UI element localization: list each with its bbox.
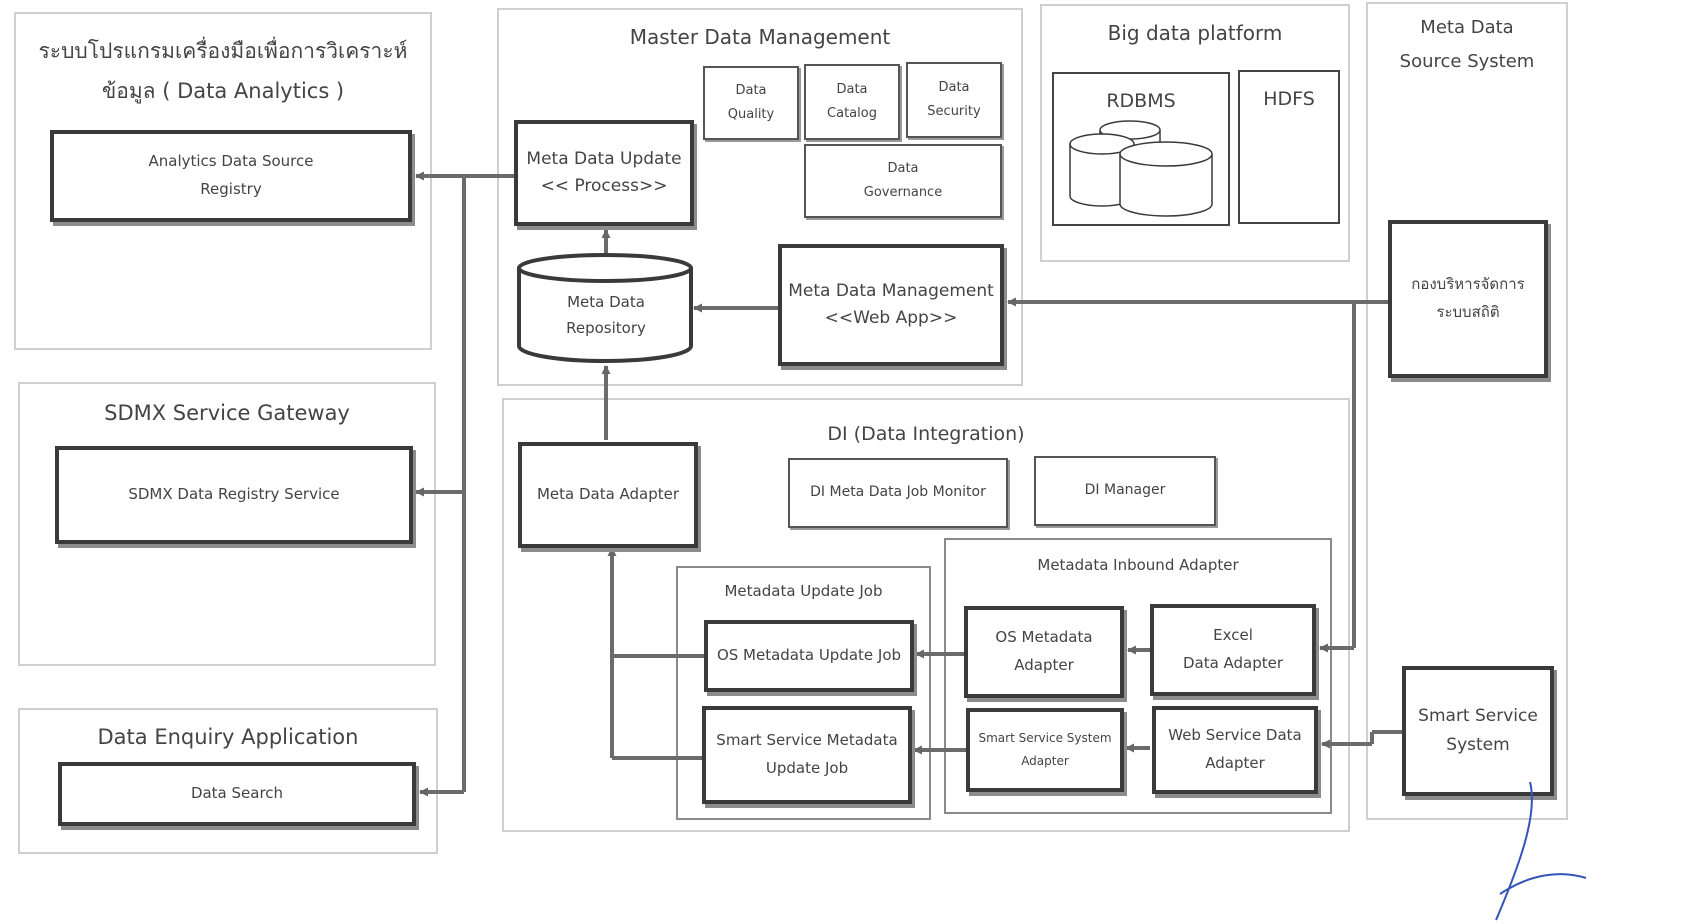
smart-service-line1: Smart Service <box>1418 706 1538 727</box>
source-panel: Meta Data Source System <box>1366 2 1568 820</box>
web-app-line1: Meta Data Management <box>788 280 994 301</box>
hdfs-label: HDFS <box>1263 88 1315 110</box>
bigdata-title: Big data platform <box>1107 21 1283 45</box>
smart-system-adapter-box: Smart Service System Adapter <box>966 708 1124 792</box>
os-adapter-line1: OS Metadata <box>995 628 1093 647</box>
smart-service-line2: System <box>1446 735 1510 755</box>
enquiry-title: Data Enquiry Application <box>97 725 359 749</box>
data-quality-box: Data Quality <box>703 66 799 140</box>
meta-data-adapter-label: Meta Data Adapter <box>536 485 680 504</box>
sdmx-title: SDMX Service Gateway <box>104 401 350 425</box>
data-governance-line1: Data <box>887 160 919 176</box>
data-search-label: Data Search <box>190 784 284 803</box>
os-adapter-line2: Adapter <box>1014 656 1074 674</box>
data-governance-box: Data Governance <box>804 144 1002 218</box>
meta-data-repository: Meta Data Repository <box>516 252 696 366</box>
smart-update-job-box: Smart Service Metadata Update Job <box>702 706 912 804</box>
update-job-group-title: Metadata Update Job <box>724 582 883 600</box>
source-title-line1: Meta Data <box>1420 17 1514 38</box>
bigdata-panel: Big data platform <box>1040 4 1350 262</box>
smart-system-adapter-line1: Smart Service System <box>978 731 1112 746</box>
analytics-registry-box: Analytics Data Source Registry <box>50 130 412 222</box>
os-metadata-adapter-box: OS Metadata Adapter <box>964 606 1124 698</box>
web-app-line2: <<Web App>> <box>824 308 958 328</box>
di-manager-label: DI Manager <box>1084 482 1166 499</box>
data-catalog-line1: Data <box>836 81 868 97</box>
source-title-line2: Source System <box>1399 51 1535 72</box>
mdm-title: Master Data Management <box>629 25 891 49</box>
data-security-line2: Security <box>927 104 981 119</box>
repository-line1: Meta Data <box>567 293 645 311</box>
smart-update-job-line1: Smart Service Metadata <box>716 731 898 750</box>
meta-data-update-line2: << Process>> <box>540 176 668 196</box>
data-governance-line2: Governance <box>863 185 943 200</box>
data-security-box: Data Security <box>906 62 1002 138</box>
smart-service-system-box: Smart Service System <box>1402 666 1554 796</box>
job-monitor-label: DI Meta Data Job Monitor <box>810 484 986 501</box>
data-quality-line2: Quality <box>727 107 775 122</box>
job-monitor-box: DI Meta Data Job Monitor <box>788 458 1008 528</box>
stat-office-line2: ระบบสถิติ <box>1436 303 1500 321</box>
data-quality-line1: Data <box>735 82 767 98</box>
excel-adapter-line2: Data Adapter <box>1182 654 1284 672</box>
signature-mark <box>1495 781 1587 921</box>
meta-data-web-app-box: Meta Data Management <<Web App>> <box>778 244 1004 366</box>
inbound-group-title: Metadata Inbound Adapter <box>1037 556 1239 574</box>
data-search-box: Data Search <box>58 762 416 826</box>
os-update-job-box: OS Metadata Update Job <box>704 620 914 692</box>
repository-cylinder-icon <box>517 253 693 363</box>
excel-adapter-box: Excel Data Adapter <box>1150 604 1316 696</box>
meta-data-adapter-box: Meta Data Adapter <box>518 442 698 548</box>
analytics-title-line1: ระบบโปรแกรมเครื่องมือเพื่อการวิเคราะห์ <box>38 39 408 63</box>
rdbms-box: RDBMS <box>1052 72 1230 226</box>
stat-office-line1: กองบริหารจัดการ <box>1411 275 1525 294</box>
data-catalog-line2: Catalog <box>827 106 877 121</box>
sdmx-service-label: SDMX Data Registry Service <box>128 485 340 504</box>
di-title: DI (Data Integration) <box>827 423 1025 445</box>
di-manager-box: DI Manager <box>1034 456 1216 526</box>
rdbms-label: RDBMS <box>1106 90 1176 112</box>
database-icon <box>1069 120 1213 217</box>
analytics-registry-line1: Analytics Data Source <box>148 152 314 171</box>
meta-data-update-box: Meta Data Update << Process>> <box>514 120 694 226</box>
os-update-job-label: OS Metadata Update Job <box>716 646 902 665</box>
repository-line2: Repository <box>566 318 646 337</box>
analytics-registry-line2: Registry <box>200 180 262 198</box>
smart-system-adapter-line2: Adapter <box>1021 754 1069 768</box>
web-service-adapter-line1: Web Service Data <box>1168 726 1302 745</box>
excel-adapter-line1: Excel <box>1213 626 1253 645</box>
data-security-line1: Data <box>938 79 970 95</box>
smart-update-job-line2: Update Job <box>765 759 849 777</box>
sdmx-registry-box: SDMX Data Registry Service <box>55 446 413 544</box>
data-catalog-box: Data Catalog <box>804 64 900 140</box>
hdfs-box: HDFS <box>1238 70 1340 224</box>
meta-data-update-line1: Meta Data Update <box>526 148 682 169</box>
web-service-adapter-line2: Adapter <box>1205 754 1265 772</box>
analytics-title-line2: ข้อมูล ( Data Analytics ) <box>101 79 345 103</box>
stat-office-box: กองบริหารจัดการ ระบบสถิติ <box>1388 220 1548 378</box>
web-service-adapter-box: Web Service Data Adapter <box>1152 706 1318 794</box>
